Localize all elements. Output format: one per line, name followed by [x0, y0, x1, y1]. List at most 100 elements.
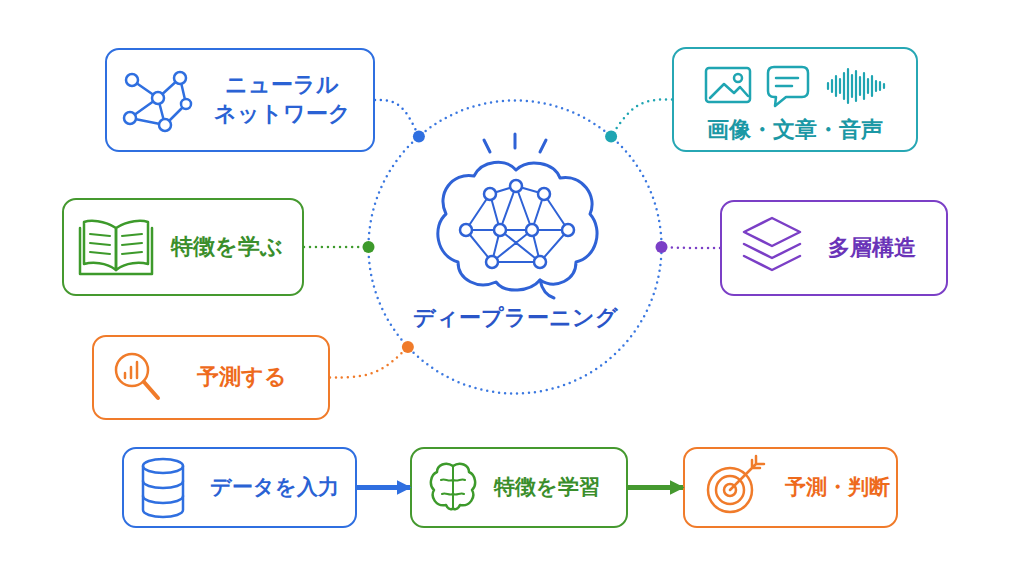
brain-network-nodes: [460, 180, 574, 268]
book-left-page: [84, 221, 116, 270]
magnifier-lens: [116, 354, 148, 386]
network-node: [484, 188, 496, 200]
book-icon: [80, 221, 152, 274]
target-ring: [716, 476, 744, 504]
brain-half: [431, 464, 453, 509]
connector-dot: [402, 341, 414, 353]
network-node: [124, 112, 136, 124]
brain-illustration: [438, 134, 597, 298]
database-rings: [143, 481, 183, 503]
small-brain-icon: [431, 464, 475, 509]
book-cover: [80, 228, 152, 274]
network-node: [486, 256, 498, 268]
network-node: [538, 188, 550, 200]
network-node: [159, 119, 171, 131]
network-node: [152, 92, 164, 104]
dotted-connector: [375, 100, 419, 136]
concept-box: 特徴を学習: [410, 447, 628, 528]
brain-folds: [441, 466, 465, 508]
dotted-circle: [369, 101, 662, 394]
book-right-page: [116, 221, 148, 270]
concept-box: 画像・文章・音声: [672, 47, 918, 152]
concept-box: 特徴を学ぶ: [62, 198, 304, 296]
central-circle: ディープラーニング: [367, 99, 663, 395]
node-label: データを入力: [204, 449, 344, 526]
connector-dot: [605, 130, 617, 142]
spark-ray: [514, 134, 517, 148]
concept-box: 予測・判断: [683, 447, 898, 528]
connector-group: [304, 241, 375, 253]
concept-box: データを入力: [122, 447, 357, 528]
database-body: [143, 466, 183, 517]
node-label: ディープラーニング: [367, 303, 663, 333]
network-node: [174, 72, 186, 84]
network-node: [181, 99, 191, 109]
connector-group: [357, 487, 410, 488]
dotted-connector: [304, 246, 369, 249]
image-icon-frame: [706, 68, 750, 102]
network-icon-links: [130, 78, 186, 125]
dotted-connector: [611, 100, 672, 137]
node-label: 多層構造: [812, 202, 932, 294]
book-text-lines: [90, 234, 142, 254]
network-node: [526, 224, 538, 236]
target-icon: [708, 456, 764, 512]
connector-group: [605, 100, 672, 143]
database-icon: [143, 459, 183, 517]
network-node: [510, 180, 522, 192]
brain-outline: [438, 162, 597, 290]
target-arrow: [730, 456, 764, 490]
spark-ray: [484, 140, 490, 152]
magnifier-handle: [144, 382, 158, 398]
network-node: [562, 224, 574, 236]
layer-shape: [744, 244, 800, 258]
network-node: [460, 224, 472, 236]
connector-dot: [413, 130, 425, 142]
circle-outline: [367, 99, 663, 395]
node-label: 特徴を学習: [487, 449, 607, 526]
image-icon-mountain: [710, 84, 748, 98]
concept-box: ニューラル ネットワーク: [105, 48, 375, 152]
layer-shape: [744, 218, 800, 246]
chat-icon-lines: [776, 78, 798, 86]
brain-half: [453, 464, 475, 509]
flow-arrow: [357, 485, 410, 490]
node-label: ニューラル ネットワーク: [207, 50, 357, 150]
node-label: 特徴を学ぶ: [164, 200, 290, 294]
connector-group: [375, 100, 425, 142]
dotted-connector: [662, 247, 721, 248]
brain-stem: [540, 280, 554, 298]
network-node: [534, 256, 546, 268]
network-icon: [124, 72, 191, 131]
node-label: 予測する: [184, 337, 300, 418]
audio-wave-icon: [828, 69, 884, 103]
flow-arrow: [628, 485, 683, 490]
node-label: 予測・判断: [780, 449, 894, 526]
layers-icon: [744, 218, 800, 270]
chat-icon-bubble: [768, 67, 808, 106]
dotted-connector: [330, 347, 408, 378]
target-ring: [724, 484, 736, 496]
spark-ray: [540, 140, 546, 152]
connector-dot: [656, 241, 668, 253]
network-node: [126, 74, 138, 86]
concept-box: 多層構造: [720, 200, 948, 296]
network-node: [494, 224, 506, 236]
node-label: 画像・文章・音声: [674, 113, 916, 147]
media-icons: [706, 67, 884, 106]
connector-group: [656, 241, 721, 253]
target-ring: [708, 468, 752, 512]
image-icon-sun: [734, 74, 742, 82]
connector-group: [628, 487, 683, 488]
brain-network-links: [466, 186, 568, 262]
network-icon-nodes: [124, 72, 191, 131]
connector-dot: [363, 241, 375, 253]
chart-bars: [125, 362, 137, 378]
connector-group: [330, 341, 414, 378]
concept-box: 予測する: [92, 335, 330, 420]
analysis-icon: [116, 354, 158, 398]
database-top: [143, 459, 183, 473]
layer-shape: [744, 256, 800, 270]
